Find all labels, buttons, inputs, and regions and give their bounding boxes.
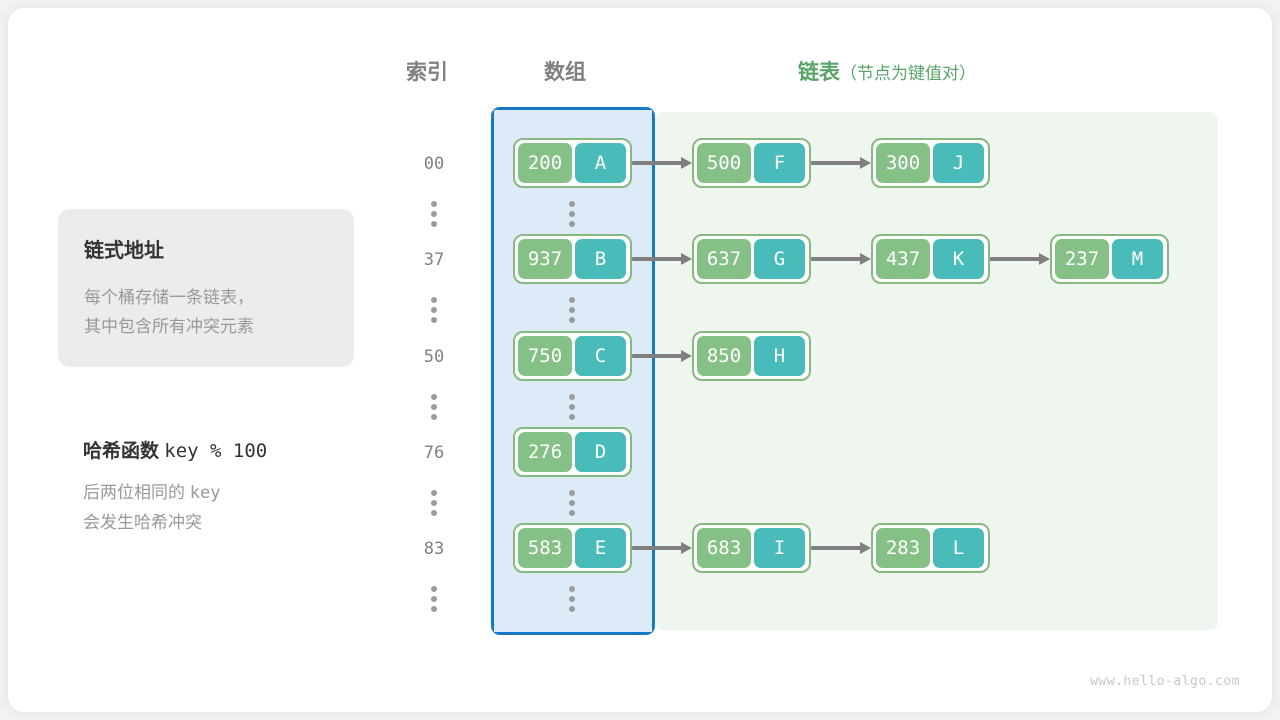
node-value: E xyxy=(575,528,626,568)
node-key: 637 xyxy=(697,239,751,279)
index-ellipsis xyxy=(431,394,438,420)
index-ellipsis xyxy=(431,490,438,516)
info-panel-title: 链式地址 xyxy=(84,240,164,262)
next-pointer-arrow xyxy=(811,157,871,169)
node-value: F xyxy=(754,143,805,183)
node-value: B xyxy=(575,239,626,279)
index-ellipsis xyxy=(431,586,438,612)
bucket-index-label: 50 xyxy=(423,347,445,367)
header-linked-list: 链表（节点为键值对） xyxy=(798,56,976,86)
bucket-index-label: 83 xyxy=(423,539,445,559)
array-ellipsis xyxy=(569,201,576,227)
bucket-index-label: 37 xyxy=(423,250,445,270)
node-value: L xyxy=(933,528,984,568)
node-value: J xyxy=(933,143,984,183)
bucket-index-label: 76 xyxy=(423,443,445,463)
hash-function-label: 哈希函数 xyxy=(83,441,160,462)
array-region-top-mask xyxy=(494,110,652,116)
next-pointer-arrow xyxy=(632,253,692,265)
node-key: 300 xyxy=(876,143,930,183)
header-linked-list-sub: （节点为键值对） xyxy=(840,64,976,83)
info-panel-background xyxy=(58,209,354,367)
hash-function-note: 后两位相同的 key 会发生哈希冲突 xyxy=(83,478,363,537)
next-pointer-arrow xyxy=(632,350,692,362)
node-value: C xyxy=(575,336,626,376)
hash-note-line-2: 会发生哈希冲突 xyxy=(83,513,202,532)
node-key: 750 xyxy=(518,336,572,376)
array-region-bottom-mask xyxy=(494,626,652,632)
info-panel-line-2: 其中包含所有冲突元素 xyxy=(84,317,254,336)
node-value: A xyxy=(575,143,626,183)
array-ellipsis xyxy=(569,297,576,323)
next-pointer-arrow xyxy=(811,542,871,554)
info-panel-line-1: 每个桶存储一条链表， xyxy=(84,288,254,307)
node-key: 200 xyxy=(518,143,572,183)
node-value: I xyxy=(754,528,805,568)
next-pointer-arrow xyxy=(632,157,692,169)
next-pointer-arrow xyxy=(811,253,871,265)
index-ellipsis xyxy=(431,297,438,323)
hash-note-line-1-code: key xyxy=(189,483,221,503)
node-value: H xyxy=(754,336,805,376)
hash-note-line-1-text: 后两位相同的 xyxy=(83,483,190,502)
node-value: D xyxy=(575,432,626,472)
node-key: 500 xyxy=(697,143,751,183)
header-index: 索引 xyxy=(406,61,448,84)
array-ellipsis xyxy=(569,394,576,420)
header-array: 数组 xyxy=(544,61,586,84)
next-pointer-arrow xyxy=(990,253,1050,265)
node-value: K xyxy=(933,239,984,279)
next-pointer-arrow xyxy=(632,542,692,554)
node-key: 437 xyxy=(876,239,930,279)
array-ellipsis xyxy=(569,490,576,516)
node-value: M xyxy=(1112,239,1163,279)
header-linked-list-main: 链表 xyxy=(798,61,840,84)
node-key: 237 xyxy=(1055,239,1109,279)
index-ellipsis xyxy=(431,201,438,227)
node-key: 937 xyxy=(518,239,572,279)
hash-function-code: key % 100 xyxy=(164,440,268,462)
node-key: 283 xyxy=(876,528,930,568)
watermark: www.hello-algo.com xyxy=(1090,674,1240,689)
node-key: 683 xyxy=(697,528,751,568)
hash-function-title: 哈希函数 key % 100 xyxy=(83,436,267,463)
hash-note-line-1: 后两位相同的 key xyxy=(83,478,363,508)
info-panel-body: 每个桶存储一条链表， 其中包含所有冲突元素 xyxy=(84,283,344,341)
node-value: G xyxy=(754,239,805,279)
bucket-index-label: 00 xyxy=(423,154,445,174)
node-key: 583 xyxy=(518,528,572,568)
node-key: 276 xyxy=(518,432,572,472)
array-ellipsis xyxy=(569,586,576,612)
node-key: 850 xyxy=(697,336,751,376)
